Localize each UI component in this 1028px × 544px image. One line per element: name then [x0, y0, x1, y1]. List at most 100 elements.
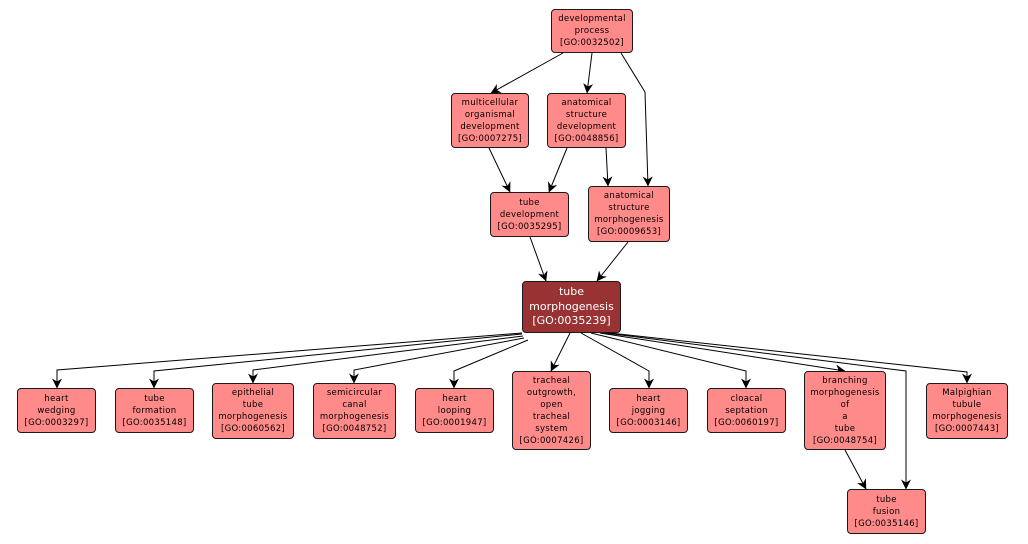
term-go-id: [GO:0035146]	[854, 518, 919, 529]
go-term-node[interactable]: epithelial tube morphogenesis [GO:0060562]	[212, 383, 294, 439]
term-go-id: [GO:0035295]	[497, 221, 562, 232]
edge-0035239-to-0001947	[449, 339, 529, 389]
term-name-line: septation	[725, 405, 768, 416]
term-go-id: [GO:0048752]	[322, 424, 387, 434]
term-name-line: tube	[144, 393, 165, 404]
edge-0032502-to-0048856	[583, 52, 594, 94]
term-name-line: formation	[132, 405, 177, 416]
term-name-line: canal	[342, 400, 367, 410]
edge-0035239-to-0048752	[349, 337, 525, 384]
edge-0035239-to-0003146	[580, 332, 654, 389]
edge-0035239-to-0035146	[604, 332, 911, 490]
edge-0035239-to-0007443	[609, 332, 972, 384]
term-name-line: development	[499, 209, 560, 220]
go-term-node[interactable]: developmental process [GO:0032502]	[551, 9, 633, 53]
edge-0032502-to-0007275	[490, 52, 564, 94]
edge-0048856-to-0009653	[602, 147, 613, 187]
edge-0009653-to-0035239	[596, 241, 629, 282]
term-name-line: structure	[565, 109, 608, 120]
term-go-id: [GO:0060562]	[220, 424, 286, 434]
term-name-line: tracheal	[532, 375, 571, 386]
edge-0035239-to-0003297	[52, 332, 523, 389]
term-name-line: Malpighian	[942, 388, 992, 398]
edge-0035295-to-0035239	[529, 236, 548, 282]
go-term-node[interactable]: anatomical structure morphogenesis [GO:0009…	[588, 186, 670, 242]
term-name-line: system	[535, 423, 568, 434]
edge-0048754-to-0035146	[844, 449, 867, 490]
term-name-line: cloacal	[730, 393, 763, 404]
term-name-line: tube	[242, 400, 264, 410]
term-name-line: jogging	[631, 405, 666, 416]
term-go-id: [GO:0060197]	[714, 417, 779, 428]
term-name-line: anatomical	[603, 191, 655, 201]
term-name-line: semicircular	[326, 388, 383, 398]
edge-0032502-to-0009653	[620, 52, 653, 187]
edge-0035239-to-0035148	[149, 333, 523, 389]
edge-0035239-to-0060562	[248, 335, 524, 384]
term-name-line: a	[842, 411, 848, 422]
term-go-id: [GO:0032502]	[559, 38, 625, 48]
term-name-line: fusion	[872, 506, 901, 517]
term-name-line: tracheal	[532, 411, 571, 422]
term-name-line: of	[840, 399, 850, 410]
term-name-line: morphogenesis	[810, 387, 880, 398]
term-name-line: outgrowth,	[526, 387, 577, 398]
term-go-id: [GO:0001947]	[422, 417, 487, 428]
term-name-line: branching	[822, 375, 868, 386]
term-go-id: [GO:0003297]	[24, 417, 89, 428]
term-name-line: morphogenesis	[218, 412, 288, 422]
term-go-id: [GO:0035239]	[532, 314, 611, 328]
term-go-id: [GO:0048754]	[812, 435, 878, 446]
term-name-line: morphogenesis	[529, 299, 614, 313]
term-name-line: wedging	[37, 405, 76, 416]
term-name-line: development	[556, 121, 617, 132]
term-name-line: organismal	[464, 109, 516, 120]
term-name-line: process	[574, 26, 610, 36]
term-name-line: tube	[558, 285, 585, 299]
term-go-id: [GO:0009653]	[596, 227, 662, 237]
term-name-line: epithelial	[231, 388, 275, 398]
term-name-line: anatomical	[561, 97, 612, 108]
term-name-line: development	[460, 121, 520, 132]
term-name-line: tube	[834, 423, 856, 434]
term-go-id: [GO:0007443]	[934, 424, 1000, 434]
edge-0035239-to-0060197	[590, 332, 751, 389]
term-go-id: [GO:0035148]	[122, 417, 187, 428]
edge-0035239-to-0048754	[599, 332, 846, 375]
term-name-line: tube	[519, 197, 540, 208]
term-name-line: heart	[44, 393, 69, 404]
term-name-line: structure	[608, 203, 650, 213]
term-go-id: [GO:0007275]	[457, 133, 523, 144]
term-name-line: heart	[442, 393, 467, 404]
term-name-line: tubule	[952, 400, 982, 410]
edge-0048856-to-0035295	[547, 147, 568, 193]
term-name-line: looping	[437, 405, 472, 416]
term-name-line: tube	[876, 494, 897, 505]
term-name-line: developmental	[558, 14, 626, 24]
term-name-line: open	[540, 399, 563, 410]
term-name-line: heart	[636, 393, 661, 404]
term-name-line: multicellular	[461, 97, 519, 108]
term-name-line: morphogenesis	[594, 215, 664, 225]
edge-0035239-to-0007426	[550, 332, 571, 372]
term-go-id: [GO:0048856]	[554, 133, 619, 144]
term-go-id: [GO:0003146]	[616, 417, 681, 428]
term-go-id: [GO:0007426]	[519, 435, 584, 446]
edge-0007275-to-0035295	[488, 147, 511, 193]
